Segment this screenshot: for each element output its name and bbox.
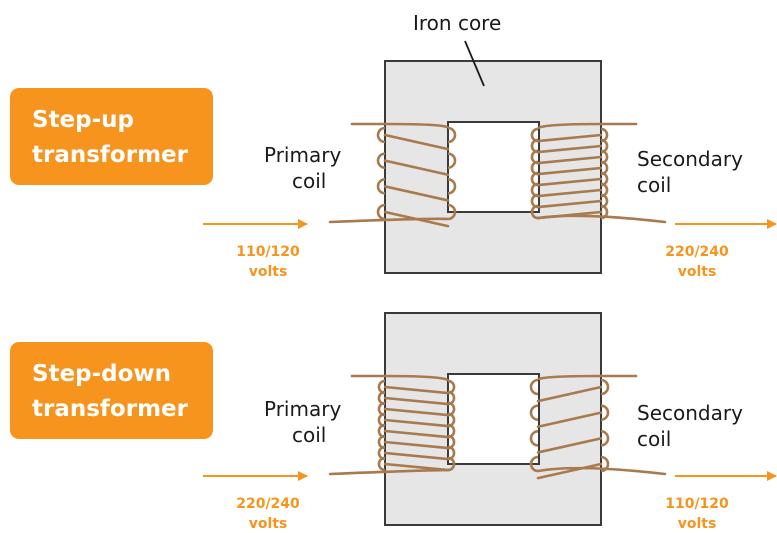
input-voltage-unit: volts (249, 264, 288, 280)
core-window (447, 373, 540, 465)
coil-loop (529, 378, 539, 396)
primary-coil (328, 374, 456, 476)
input-voltage-value: 220/240 (236, 496, 300, 512)
coil-loop (600, 378, 610, 396)
input-voltage-value: 110/120 (236, 244, 300, 260)
coil-loop (376, 203, 386, 221)
coil-loop (376, 126, 386, 144)
lead-wire (384, 374, 450, 382)
coil-turn (536, 155, 603, 165)
coil-turn (383, 440, 450, 450)
coil-turn (383, 396, 450, 406)
output-voltage-unit: volts (678, 516, 717, 532)
primary-coil (328, 122, 457, 228)
coil-turn (383, 429, 450, 439)
step-up-panel: Step-up transformer Iron core Primary co… (10, 11, 777, 280)
coil-loop (376, 178, 386, 195)
coil-loop (376, 152, 386, 169)
coil-loop (600, 455, 610, 473)
primary-coil-label-line1: Primary (264, 143, 341, 167)
output-voltage-value: 110/120 (665, 496, 729, 512)
coil-turn (536, 144, 603, 154)
coil-turn (536, 462, 603, 480)
iron-core-pointer (464, 40, 485, 87)
step-down-badge (10, 342, 213, 439)
coil-loop (447, 203, 457, 221)
coil-loop (447, 152, 457, 169)
coil-loop (529, 430, 539, 447)
lead-wire (536, 122, 602, 130)
iron-core-label: Iron core (413, 11, 501, 35)
input-voltage-unit: volts (249, 516, 288, 532)
secondary-coil-label-line2: coil (637, 173, 671, 197)
lead-wire (536, 374, 602, 382)
coil-turn (383, 418, 450, 428)
step-down-badge-line1: Step-down (32, 361, 171, 387)
primary-coil-label-line2: coil (292, 423, 326, 447)
primary-coil-label-line1: Primary (264, 397, 341, 421)
coil-turn (536, 177, 603, 187)
secondary-coil-label-line1: Secondary (637, 401, 743, 425)
lead-wire (536, 466, 667, 476)
step-up-badge-line1: Step-up (32, 107, 134, 133)
secondary-coil-label-line1: Secondary (637, 147, 743, 171)
coil-loop (377, 456, 386, 472)
coil-turn (536, 411, 603, 429)
output-voltage-unit: volts (678, 264, 717, 280)
coil-turn (536, 437, 603, 454)
secondary-coil (529, 374, 667, 480)
coil-loop (530, 204, 539, 220)
output-voltage-value: 220/240 (665, 244, 729, 260)
lead-wire (384, 122, 450, 130)
coil-turn (536, 166, 603, 176)
coil-turn (383, 385, 450, 395)
lead-wire (536, 214, 667, 224)
coil-loop (447, 126, 457, 144)
primary-coil-label-line2: coil (292, 169, 326, 193)
coil-loop (600, 404, 610, 421)
lead-wire (328, 468, 450, 476)
coil-turn (536, 188, 603, 198)
coil-turn (383, 451, 450, 461)
step-down-badge-line2: transformer (32, 396, 189, 422)
coil-loop (600, 430, 610, 447)
coil-turn (383, 407, 450, 417)
secondary-coil (530, 122, 667, 224)
coil-loop (447, 178, 457, 195)
step-up-badge (10, 88, 213, 185)
coil-turn (383, 159, 450, 177)
secondary-coil-label-line2: coil (637, 427, 671, 451)
coil-turn (383, 133, 450, 151)
step-up-badge-line2: transformer (32, 142, 189, 168)
coil-loop (529, 455, 539, 473)
coil-turn (536, 199, 603, 209)
coil-loop (529, 404, 539, 421)
step-down-panel: Step-down transformer Primary coil Secon… (10, 312, 777, 532)
coil-turn (536, 133, 603, 143)
core-window (447, 121, 540, 213)
coil-turn (383, 185, 450, 202)
coil-turn (536, 385, 603, 403)
coil-loop (447, 456, 456, 472)
lead-wire (328, 217, 450, 224)
